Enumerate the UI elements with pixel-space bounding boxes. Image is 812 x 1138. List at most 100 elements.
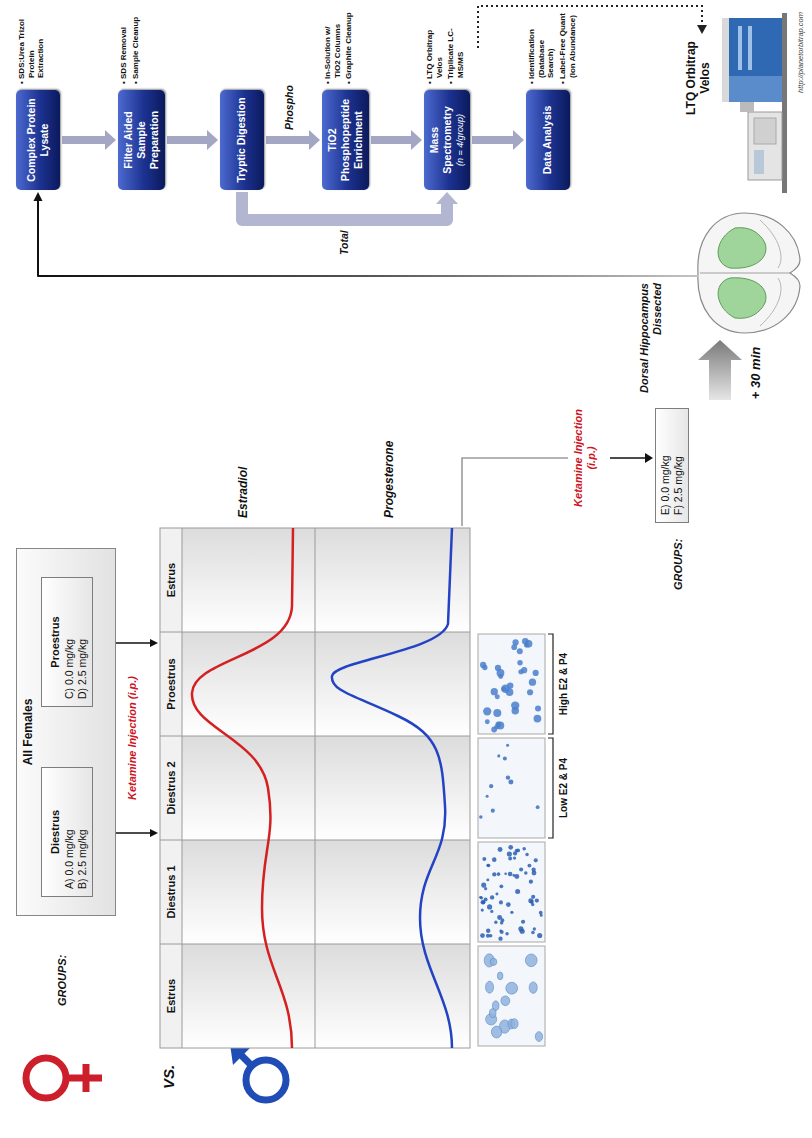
cell xyxy=(527,689,533,695)
cell xyxy=(482,857,486,861)
cell xyxy=(490,895,494,899)
cell xyxy=(491,1026,502,1038)
cell xyxy=(519,867,523,871)
node-heading: All Females xyxy=(17,549,36,915)
connector-arrow xyxy=(242,192,458,220)
node-text: A) 0.0 mg/kg xyxy=(63,775,76,889)
brain-section-part xyxy=(760,220,781,326)
estradiol-curve xyxy=(192,528,293,1048)
node-heading: Proestrus xyxy=(160,632,179,736)
brain-section-part xyxy=(700,273,790,274)
mass-spectrometer-picture-part xyxy=(729,76,782,102)
connector-arrow xyxy=(472,130,524,150)
female-symbol xyxy=(26,1058,102,1098)
method-bullet: • SDS:Urea Trizol Protein Extraction xyxy=(17,12,46,84)
arrow-head xyxy=(411,130,422,150)
arrow-head xyxy=(34,192,43,201)
cell xyxy=(491,727,497,733)
node-heading: TiO2 Phosphopeptide Enrichment xyxy=(326,94,365,186)
edge-label: Phospho xyxy=(283,85,296,130)
group-label: GROUPS: xyxy=(56,926,69,1006)
cell xyxy=(515,889,520,894)
method-bullet: • Sample Cleanup xyxy=(131,12,141,84)
mass-spectrometer-picture-part xyxy=(722,18,730,102)
cell xyxy=(506,902,511,907)
cell xyxy=(535,1032,542,1042)
cell xyxy=(489,1009,496,1018)
arrow-line xyxy=(266,136,310,144)
injection-label: Ketamine Injection (i.p.) xyxy=(572,408,598,508)
estrous-cycle-chart-part xyxy=(160,840,470,841)
time-label: + 30 min xyxy=(748,333,764,413)
cell xyxy=(490,910,493,913)
cell xyxy=(481,883,486,888)
cell xyxy=(529,982,537,993)
bracket-part xyxy=(548,738,553,838)
cell xyxy=(497,872,501,876)
cell xyxy=(529,679,536,686)
connector-arrow xyxy=(266,130,320,150)
node-text: E) 0.0 mg/kg xyxy=(659,416,672,515)
cell xyxy=(525,853,528,856)
node-heading: Estrus xyxy=(160,528,179,632)
cell xyxy=(486,981,494,993)
cell xyxy=(500,930,504,934)
cell xyxy=(489,934,493,938)
male-symbol xyxy=(230,1044,286,1100)
arrow-line xyxy=(242,192,447,220)
cell xyxy=(495,665,501,671)
group-label: GROUPS: xyxy=(672,526,685,590)
arrow-line xyxy=(371,136,412,144)
cell xyxy=(485,719,490,724)
cell xyxy=(486,864,489,867)
brain-section-part xyxy=(718,228,766,269)
node-text: C) 0.0 mg/kg xyxy=(63,585,76,699)
female-symbol-part xyxy=(26,1058,66,1098)
cell xyxy=(498,847,503,852)
group-box: DiestrusA) 0.0 mg/kgB) 2.5 mg/kg xyxy=(41,767,93,897)
connector-arrow xyxy=(62,130,116,150)
versus-label: VS. xyxy=(160,1052,178,1102)
cell xyxy=(505,932,509,936)
male-path-line xyxy=(462,458,568,526)
cell xyxy=(495,893,498,896)
cell xyxy=(535,705,541,711)
process-box: Tryptic Digestion xyxy=(220,90,264,190)
vaginal-smear-micrographs-part xyxy=(478,946,545,1046)
node-heading: Data Analysis xyxy=(541,106,554,174)
cycle-stage-band: Diestrus 1 xyxy=(160,840,470,944)
cell xyxy=(504,872,507,875)
cell xyxy=(487,904,492,909)
cell xyxy=(537,933,542,938)
node-heading: Estrus xyxy=(160,944,179,1048)
node-heading: Diestrus 2 xyxy=(160,736,179,840)
instrument-link xyxy=(478,6,707,48)
cell xyxy=(510,911,513,914)
cell xyxy=(487,864,490,867)
brain-section-part xyxy=(718,278,766,319)
cell xyxy=(480,896,483,899)
cell xyxy=(497,972,503,980)
vaginal-smear-micrographs xyxy=(478,634,545,1046)
estrous-cycle-chart-part xyxy=(182,528,183,1048)
cell xyxy=(532,871,537,876)
cell xyxy=(480,662,486,668)
cell xyxy=(481,908,484,911)
cell xyxy=(480,933,485,938)
cell xyxy=(501,996,510,1006)
female-symbol-part xyxy=(83,1064,90,1092)
cell xyxy=(531,931,535,935)
mass-spectrometer-picture-part xyxy=(754,150,764,174)
arrow-line xyxy=(167,136,208,144)
cell xyxy=(524,871,527,874)
cell xyxy=(517,660,522,665)
method-bullet: • Graphite Cleanup xyxy=(344,12,354,84)
mass-spectrometer-picture-part xyxy=(748,26,752,70)
edge-label: Total xyxy=(338,230,351,255)
cell xyxy=(531,895,535,899)
arrow-line xyxy=(62,136,106,144)
cell xyxy=(524,643,529,648)
cell xyxy=(497,915,502,920)
brain-section-part xyxy=(698,213,800,333)
